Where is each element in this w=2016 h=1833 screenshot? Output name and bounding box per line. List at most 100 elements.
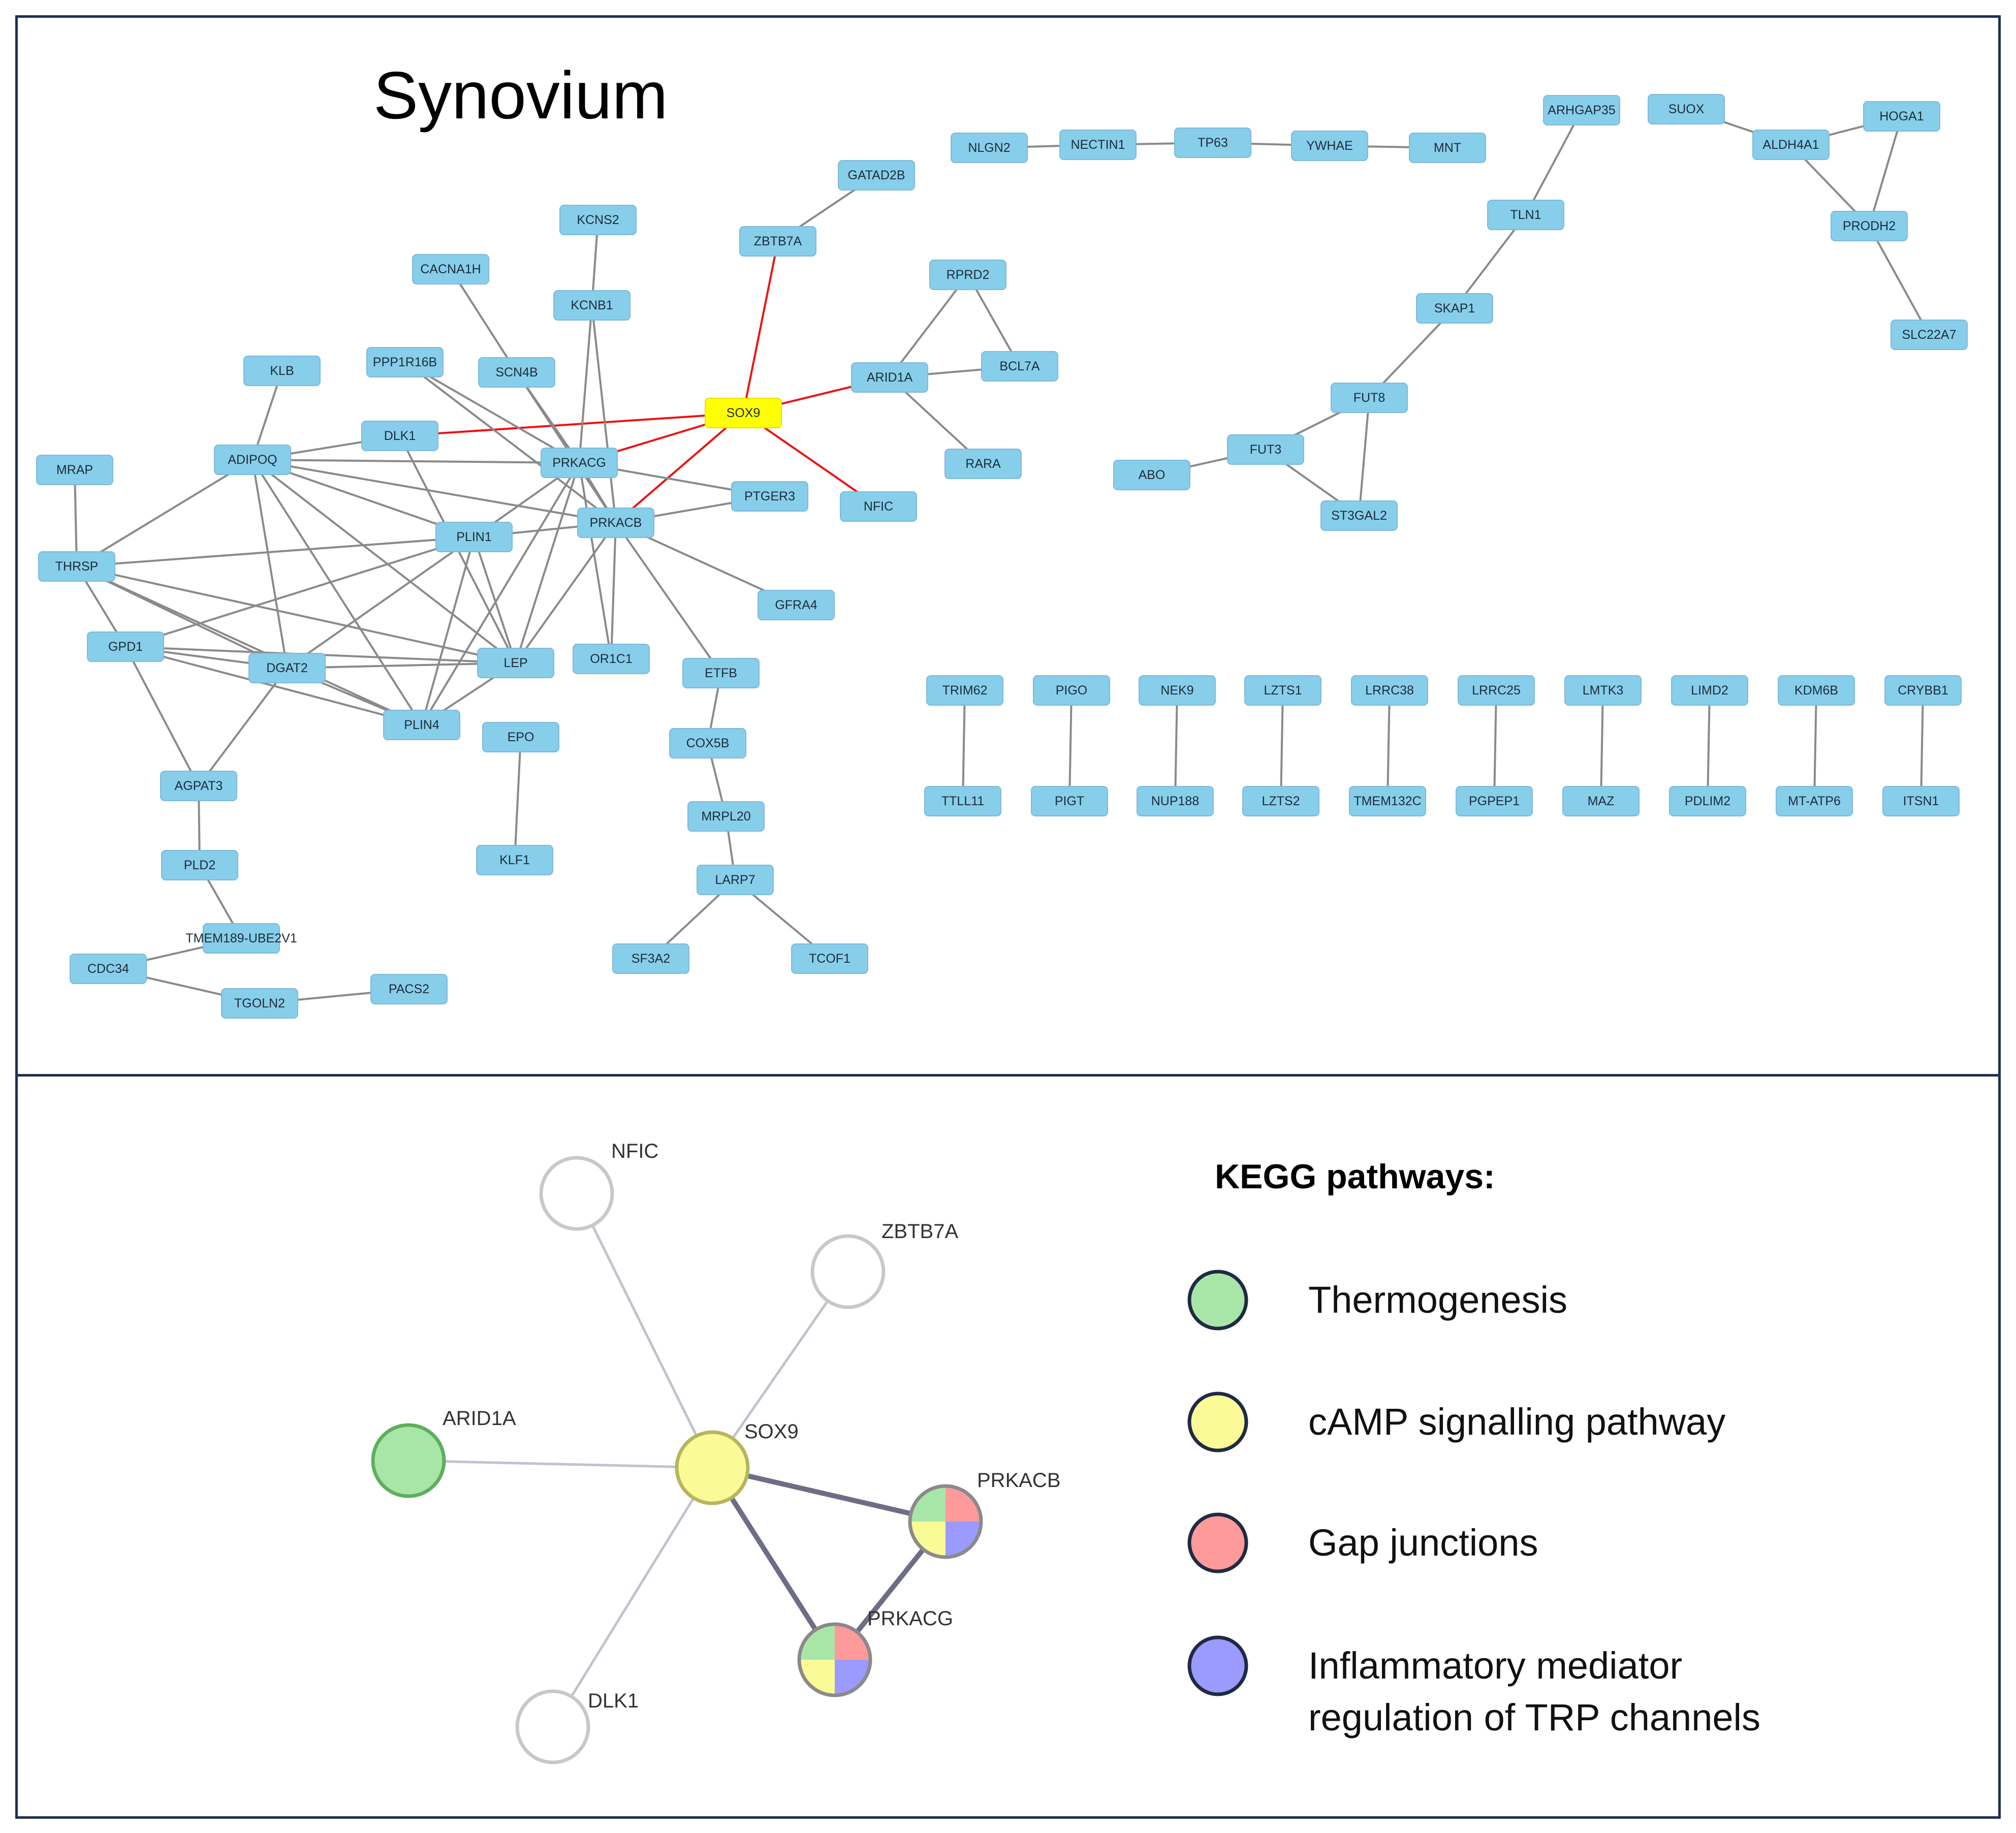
node-label: PACS2 [389,982,429,996]
node-label: PRKACG [552,456,606,470]
edge-trim62-ttll11 [962,690,966,802]
edge-prkacb-etfb [615,522,722,674]
edge-lrrc25-pgpep1 [1493,690,1497,802]
node-label: TCOF1 [809,952,850,966]
node-prodh2: PRODH2 [1831,211,1908,241]
node-klf1: KLF1 [476,845,553,875]
edge-sox9-prkacb [711,1465,947,1524]
edge-kdm6b-mt-atp6 [1813,690,1817,802]
node-rara: RARA [944,449,1022,479]
node-pacs2: PACS2 [370,974,448,1004]
node-label: YWHAE [1306,139,1353,153]
string-node-sox9: SOX9 [675,1420,799,1505]
string-node-dlk1: DLK1 [515,1689,639,1764]
legend-label: Gap junctions [1308,1522,1538,1564]
string-node-label: DLK1 [588,1690,639,1712]
node-label: RPRD2 [947,268,990,282]
edge-lrrc38-tmem132c [1387,690,1391,802]
node-label: FUT3 [1250,443,1282,457]
node-tp63: TP63 [1174,128,1251,158]
legend-label-line2: regulation of TRP channels [1308,1696,1760,1739]
node-ttll11: TTLL11 [924,786,1001,816]
node-quadrant [835,1660,870,1695]
node-label: PDLIM2 [1685,794,1730,808]
node-label: KLB [270,364,294,378]
node-crybb1: CRYBB1 [1884,675,1962,706]
edge-adipoq-prkacg [252,459,580,464]
node-label: FUT8 [1353,391,1385,405]
node-cdc34: CDC34 [70,954,147,984]
node-pdlim2: PDLIM2 [1669,786,1746,816]
node-nek9: NEK9 [1139,675,1216,706]
legend-item: Thermogenesis [1187,1270,1567,1331]
node-agpat3: AGPAT3 [160,771,237,801]
node-label: KDM6B [1794,683,1838,698]
edge-adipoq-plin4 [251,459,423,726]
node-label: TTLL11 [941,794,984,808]
edge-prodh2-slc22a7 [1868,226,1930,335]
edge-thrsp-plin1 [76,536,475,567]
node-quadrant [910,1522,946,1557]
node-label: ZBTB7A [754,234,802,248]
synovium-network-svg: Synovium SOX9GATAD2BZBTB7AKCNS2CACNA1HKC… [36,58,1968,1019]
node-tgoln2: TGOLN2 [221,988,298,1019]
edge-prkacg-plin4 [421,462,580,726]
node-nlgn2: NLGN2 [951,133,1028,163]
node-scn4b: SCN4B [478,357,555,388]
node-label: CRYBB1 [1898,683,1948,698]
node-label: KCNS2 [577,213,619,227]
node-quadrant [910,1486,946,1522]
node-dlk1: DLK1 [361,421,438,451]
edge-plin1-lep [473,536,517,663]
node-limd2: LIMD2 [1671,675,1748,706]
node-label: PLIN4 [404,718,439,732]
edge-sox9-prkacb [615,412,744,524]
node-label: RARA [965,457,1001,471]
node-label: ABO [1139,468,1166,482]
edge-limd2-pdlim2 [1707,690,1711,802]
node-mrap: MRAP [36,455,113,485]
edge-adipoq-prkacb [252,459,616,524]
node-nup188: NUP188 [1137,786,1214,816]
node-lep: LEP [477,648,554,678]
node-label: LARP7 [715,873,755,887]
node-label: SUOX [1668,102,1705,116]
node-nectin1: NECTIN1 [1059,130,1137,160]
node-label: PLIN1 [456,530,491,544]
node-gatad2b: GATAD2B [838,160,915,191]
string-node-label: PRKACG [867,1607,953,1630]
edge-prkacb-lep [515,522,617,664]
node-label: AGPAT3 [175,779,223,793]
node-label: OR1C1 [590,652,632,666]
edge-fut8-st3gal2 [1358,397,1370,516]
edge-plin1-gpd1 [125,536,475,648]
legend-swatch [1187,1512,1248,1573]
node-label: SCN4B [495,365,538,380]
edge-sox9-zbtb7a [742,241,779,414]
node-label: NUP188 [1151,794,1200,808]
node-cacna1h: CACNA1H [412,254,489,285]
node-label: SLC22A7 [1902,328,1956,342]
node-label: LZTS1 [1264,683,1302,698]
string-node-label: ZBTB7A [881,1220,958,1243]
node-label: PTGER3 [744,489,795,503]
node-skap1: SKAP1 [1416,293,1493,324]
node-lrrc25: LRRC25 [1458,675,1535,706]
string-node-prkacb: PRKACB [908,1469,1061,1559]
legend-label: cAMP signalling pathway [1308,1401,1725,1443]
edge-sox9-zbtb7a [711,1271,849,1469]
node-mnt: MNT [1409,133,1486,163]
node-prkacb: PRKACB [577,508,654,538]
node-maz: MAZ [1562,786,1640,816]
node-label: MAZ [1588,794,1615,808]
node-tmem189: TMEM189-UBE2V1 [185,923,297,954]
node-hoga1: HOGA1 [1863,101,1940,132]
node-label: ITSN1 [1903,794,1939,808]
node-mrpl20: MRPL20 [687,801,765,832]
edge-arhgap35-tln1 [1525,110,1583,215]
node-label: PGPEP1 [1469,794,1520,808]
